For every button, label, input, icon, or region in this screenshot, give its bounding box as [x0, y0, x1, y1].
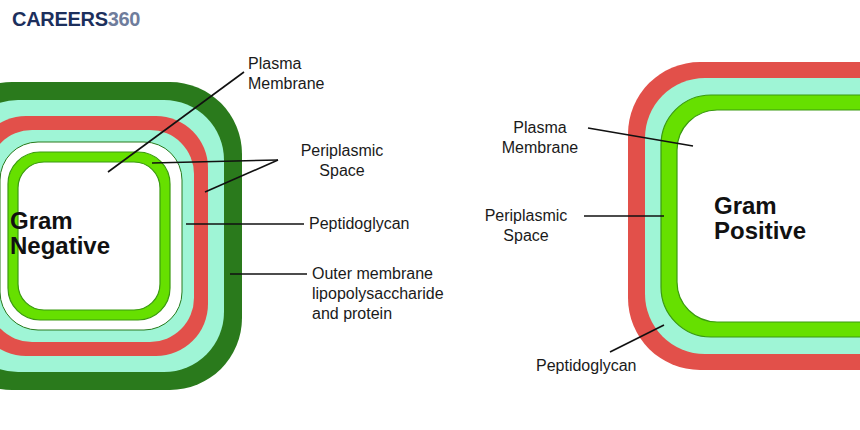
- leader-lines: [108, 72, 693, 352]
- logo-number: 360: [108, 8, 140, 31]
- cell-title: Gram Negative: [10, 208, 135, 258]
- gram-negative-wall: [0, 82, 242, 390]
- part-label: Peptidoglycan: [536, 356, 666, 376]
- part-label: Periplasmic Space: [287, 141, 397, 181]
- part-label: Peptidoglycan: [309, 214, 439, 234]
- part-label: Plasma Membrane: [494, 118, 586, 158]
- cell-title: Gram Positive: [714, 193, 839, 243]
- part-label: Periplasmic Space: [470, 206, 582, 246]
- part-label: Plasma Membrane: [248, 54, 348, 94]
- logo-text: CAREERS: [12, 8, 108, 31]
- logo: CAREERS360: [12, 8, 140, 31]
- part-label: Outer membrane lipopolysaccharide and pr…: [312, 264, 467, 324]
